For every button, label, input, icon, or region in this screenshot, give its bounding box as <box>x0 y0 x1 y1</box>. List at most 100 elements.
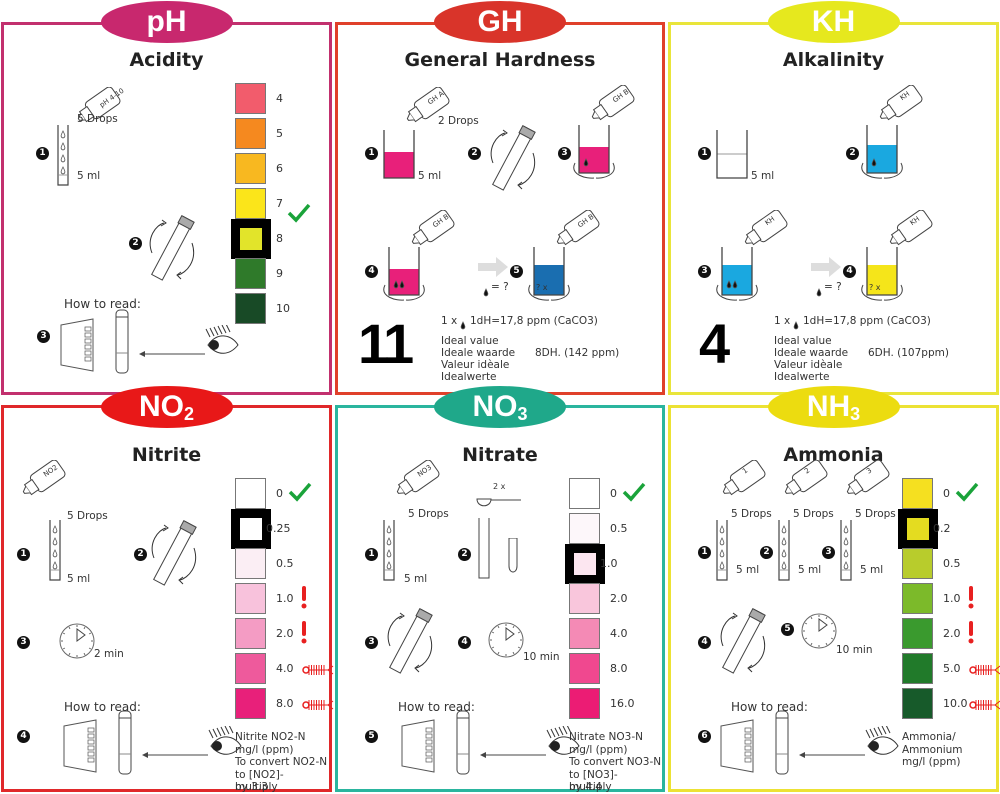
color-swatch <box>565 544 605 584</box>
drops-label: 5 Drops <box>77 113 118 125</box>
panel-title: Nitrate <box>462 444 538 466</box>
swatch-label: 0.25 <box>266 522 291 535</box>
parameter-badge: NO3 <box>434 386 566 428</box>
test-tube-icon <box>57 125 69 187</box>
result-arrow-icon <box>811 257 841 277</box>
swatch-label: 7 <box>276 197 283 210</box>
badge-text: NO <box>138 390 184 423</box>
step-number-icon: 4 <box>698 636 711 649</box>
badge-subscript: 3 <box>850 404 861 424</box>
results-note: to [NO3]- multiply <box>569 768 618 794</box>
color-swatch <box>235 618 266 649</box>
test-tube-icon <box>478 518 490 580</box>
results-note: by 3.3 <box>235 781 268 793</box>
swatch-label: 16.0 <box>610 697 635 710</box>
test-tube-icon <box>114 309 130 375</box>
step-number-icon: 1 <box>698 546 711 559</box>
drop-icon <box>459 316 467 330</box>
step-number-icon: 1 <box>365 548 378 561</box>
badge-subscript: 2 <box>183 404 194 424</box>
eye-icon <box>864 724 900 766</box>
results-note: by 4.4 <box>569 781 602 793</box>
color-swatch <box>231 219 271 259</box>
eye-icon <box>545 724 581 766</box>
color-swatch <box>898 509 938 549</box>
step-number-icon: 6 <box>698 730 711 743</box>
step-number-icon: 2 <box>129 237 142 250</box>
dead-fish-icon <box>969 697 1000 713</box>
step-number-icon: 3 <box>698 265 711 278</box>
color-swatch <box>235 258 266 289</box>
dead-fish-icon <box>302 662 334 678</box>
ideal-value: 8DH. (142 ppm) <box>535 347 620 359</box>
test-tube-icon <box>840 520 852 582</box>
color-swatch <box>235 153 266 184</box>
panel-title: General Hardness <box>404 49 596 71</box>
shake-tube-icon <box>483 123 543 195</box>
color-swatch <box>235 653 266 684</box>
swatch-label: 10 <box>276 302 290 315</box>
reagent-bottle-icon: KH <box>741 209 793 248</box>
reagent-bottle-icon: pH 4-10 <box>74 86 126 125</box>
color-card-icon <box>719 718 757 774</box>
parameter-badge: KH <box>767 1 900 43</box>
timer-clock-icon <box>488 622 524 658</box>
volume-label: 5 ml <box>736 564 760 576</box>
equals-question-label: = ? <box>824 281 842 293</box>
beaker-icon <box>715 247 759 301</box>
badge-text: pH <box>146 5 187 38</box>
arrow-icon <box>142 744 208 758</box>
beaker-icon <box>860 247 904 301</box>
test-tube-icon <box>383 520 395 582</box>
color-swatch <box>235 478 266 509</box>
checkmark-icon <box>622 482 646 502</box>
parameter-badge: pH <box>100 1 233 43</box>
panel-title: Alkalinity <box>782 49 885 71</box>
swatch-label: 0 <box>610 487 617 500</box>
warning-exclamation-icon <box>967 621 975 645</box>
ideal-value-label: Ideal value <box>441 335 499 347</box>
step-number-icon: 2 <box>468 147 481 160</box>
dead-fish-icon <box>969 662 1000 678</box>
how-to-read-label: How to read: <box>731 700 808 714</box>
swatch-label: 4.0 <box>610 627 628 640</box>
beaker-icon <box>710 130 754 184</box>
warning-exclamation-icon <box>300 621 308 645</box>
results-note: mg/l (ppm) <box>235 743 294 756</box>
color-card-icon <box>59 317 97 373</box>
eye-icon <box>204 323 240 365</box>
color-swatch <box>902 653 933 684</box>
results-note: to [NO2]- multiply <box>235 768 284 794</box>
step-number-icon: 4 <box>458 636 471 649</box>
results-note: Nitrate NO3-N <box>569 731 643 743</box>
step-number-icon: 5 <box>781 623 794 636</box>
beaker-icon <box>527 247 571 301</box>
parameter-badge: NO2 <box>100 386 233 428</box>
dead-fish-icon <box>302 697 334 713</box>
drop-count-label: ? x <box>869 283 881 292</box>
spoon-count-label: 2 x <box>493 482 506 491</box>
swatch-label: 1.0 <box>600 557 618 570</box>
step-number-icon: 4 <box>365 265 378 278</box>
panel-title: Nitrite <box>131 444 202 466</box>
reagent-bottle-icon: NO2 <box>19 459 71 498</box>
reagent-bottle-icon: 3 <box>843 459 895 498</box>
results-note: Nitrite NO2-N <box>235 731 306 743</box>
volume-label: 5 ml <box>751 170 775 182</box>
swatch-label: 8 <box>276 232 283 245</box>
ideal-value-label: Ideal value <box>774 335 832 347</box>
volume-label: 5 ml <box>860 564 884 576</box>
badge-text: KH <box>811 5 856 38</box>
ideal-value-label: Valeur idèale <box>774 359 843 371</box>
ideal-value-label: Idealwerte <box>774 371 830 383</box>
color-swatch <box>569 478 600 509</box>
drops-label: 5 Drops <box>855 508 896 520</box>
how-to-read-label: How to read: <box>64 700 141 714</box>
swatch-label: 4 <box>276 92 283 105</box>
color-swatch <box>235 583 266 614</box>
step-number-icon: 2 <box>760 546 773 559</box>
reagent-bottle-icon: GH B <box>553 209 605 248</box>
time-label: 2 min <box>94 648 124 660</box>
ideal-value-label: Idealwerte <box>441 371 497 383</box>
